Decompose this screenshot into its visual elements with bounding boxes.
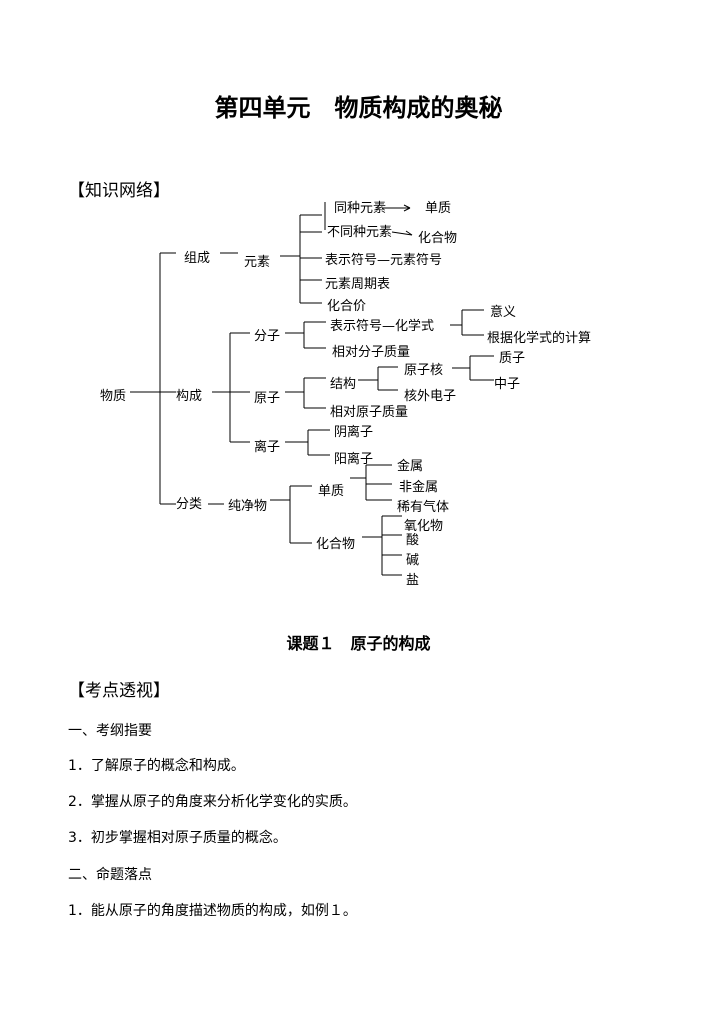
tree-rel-atom-mass: 相对原子质量	[330, 405, 408, 420]
tree-oxide: 氧化物	[404, 519, 443, 534]
tree-same-element: 同种元素	[334, 201, 386, 216]
tree-simple-substance: 单质	[425, 201, 451, 216]
tree-valence: 化合价	[327, 299, 366, 314]
tree-symbol-chem: 表示符号—化学式	[330, 318, 434, 334]
tree-proton: 质子	[499, 351, 525, 366]
topics-heading: 二、命题落点	[68, 867, 152, 883]
outline-item: 2．掌握从原子的角度来分析化学变化的实质。	[68, 794, 357, 810]
tree-nonmetal: 非金属	[399, 479, 438, 495]
outline-heading: 一、考纲指要	[68, 723, 152, 739]
tree-rel-mol-mass: 相对分子质量	[332, 345, 410, 360]
tree-noble-gas: 稀有气体	[397, 499, 449, 515]
outline-item: 1．了解原子的概念和构成。	[68, 758, 245, 774]
tree-pure: 纯净物	[228, 499, 267, 514]
knowledge-tree-diagram: 物质 组成 元素 同种元素 单质 不同种元素 化合物 表示符号—元素符号 元素周…	[100, 201, 591, 588]
tree-electron: 核外电子	[404, 389, 456, 404]
tree-nucleus: 原子核	[404, 363, 443, 378]
tree-structure: 构成	[176, 389, 202, 404]
tree-meaning: 意义	[490, 304, 516, 320]
page-title: 第四单元 物质构成的奥秘	[214, 94, 503, 122]
tree-base: 碱	[406, 553, 419, 568]
tree-neutron: 中子	[494, 377, 520, 392]
tree-compound-top: 化合物	[418, 231, 457, 246]
outline-item: 3．初步掌握相对原子质量的概念。	[68, 830, 287, 846]
exam-heading: 【考点透视】	[68, 681, 170, 701]
tree-element: 元素	[244, 255, 270, 270]
tree-cation: 阳离子	[334, 451, 373, 467]
tree-composition: 组成	[184, 251, 210, 266]
tree-acid: 酸	[406, 533, 419, 548]
tree-root: 物质	[100, 389, 126, 404]
tree-calc: 根据化学式的计算	[487, 330, 591, 346]
tree-periodic-table: 元素周期表	[325, 277, 390, 292]
tree-anion: 阴离子	[334, 424, 373, 440]
tree-ion: 离子	[254, 439, 280, 455]
tree-salt: 盐	[406, 573, 419, 588]
tree-atom: 原子	[254, 391, 280, 406]
lesson-title: 课题１ 原子的构成	[286, 634, 431, 653]
topics-item: 1．能从原子的角度描述物质的构成，如例１。	[68, 903, 357, 919]
tree-molecule: 分子	[254, 329, 280, 344]
tree-compound2: 化合物	[316, 537, 355, 552]
tree-diff-element: 不同种元素	[327, 225, 392, 240]
tree-struct: 结构	[330, 377, 356, 392]
knowledge-network-heading: 【知识网络】	[68, 181, 170, 201]
tree-simple2: 单质	[318, 484, 344, 499]
tree-metal: 金属	[397, 458, 423, 474]
tree-classification: 分类	[176, 497, 202, 512]
tree-symbol-element: 表示符号—元素符号	[325, 252, 442, 268]
